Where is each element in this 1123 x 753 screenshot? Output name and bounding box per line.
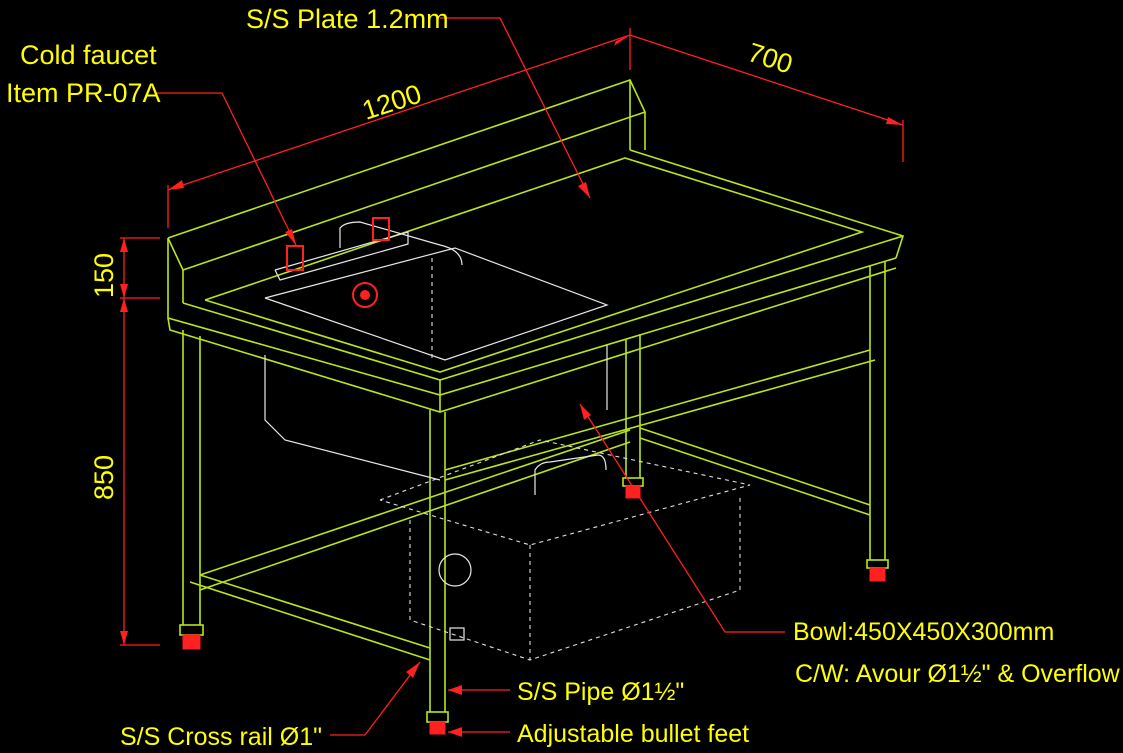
faucet-label-line2: Item PR-07A [6,78,161,108]
faucet-handle-icon [286,245,304,271]
drain-icon [352,282,378,308]
dimension-lines [120,28,904,646]
leader-lines [155,17,785,737]
depth-dimension: 700 [744,37,796,79]
length-dimension: 1200 [359,79,425,126]
cw-label: C/W: Avour Ø1½" & Overflow [795,660,1121,688]
table-frame [167,79,905,735]
plate-label: S/S Plate 1.2mm [246,4,449,34]
pipe-label: S/S Pipe Ø1½" [517,678,684,706]
sink-bowl [264,247,609,481]
splash-height-dimension: 150 [89,253,119,298]
bowl-label: Bowl:450X450X300mm [793,618,1054,646]
leg-height-dimension: 850 [89,455,119,500]
cross-rail-label: S/S Cross rail Ø1" [120,723,322,751]
faucet-label-line1: Cold faucet [20,40,157,70]
overflow-valve-icon [438,553,472,587]
trap-box [379,439,751,661]
faucet-handle-icon [372,217,390,241]
feet-label: Adjustable bullet feet [517,720,749,748]
faucet [274,217,463,281]
